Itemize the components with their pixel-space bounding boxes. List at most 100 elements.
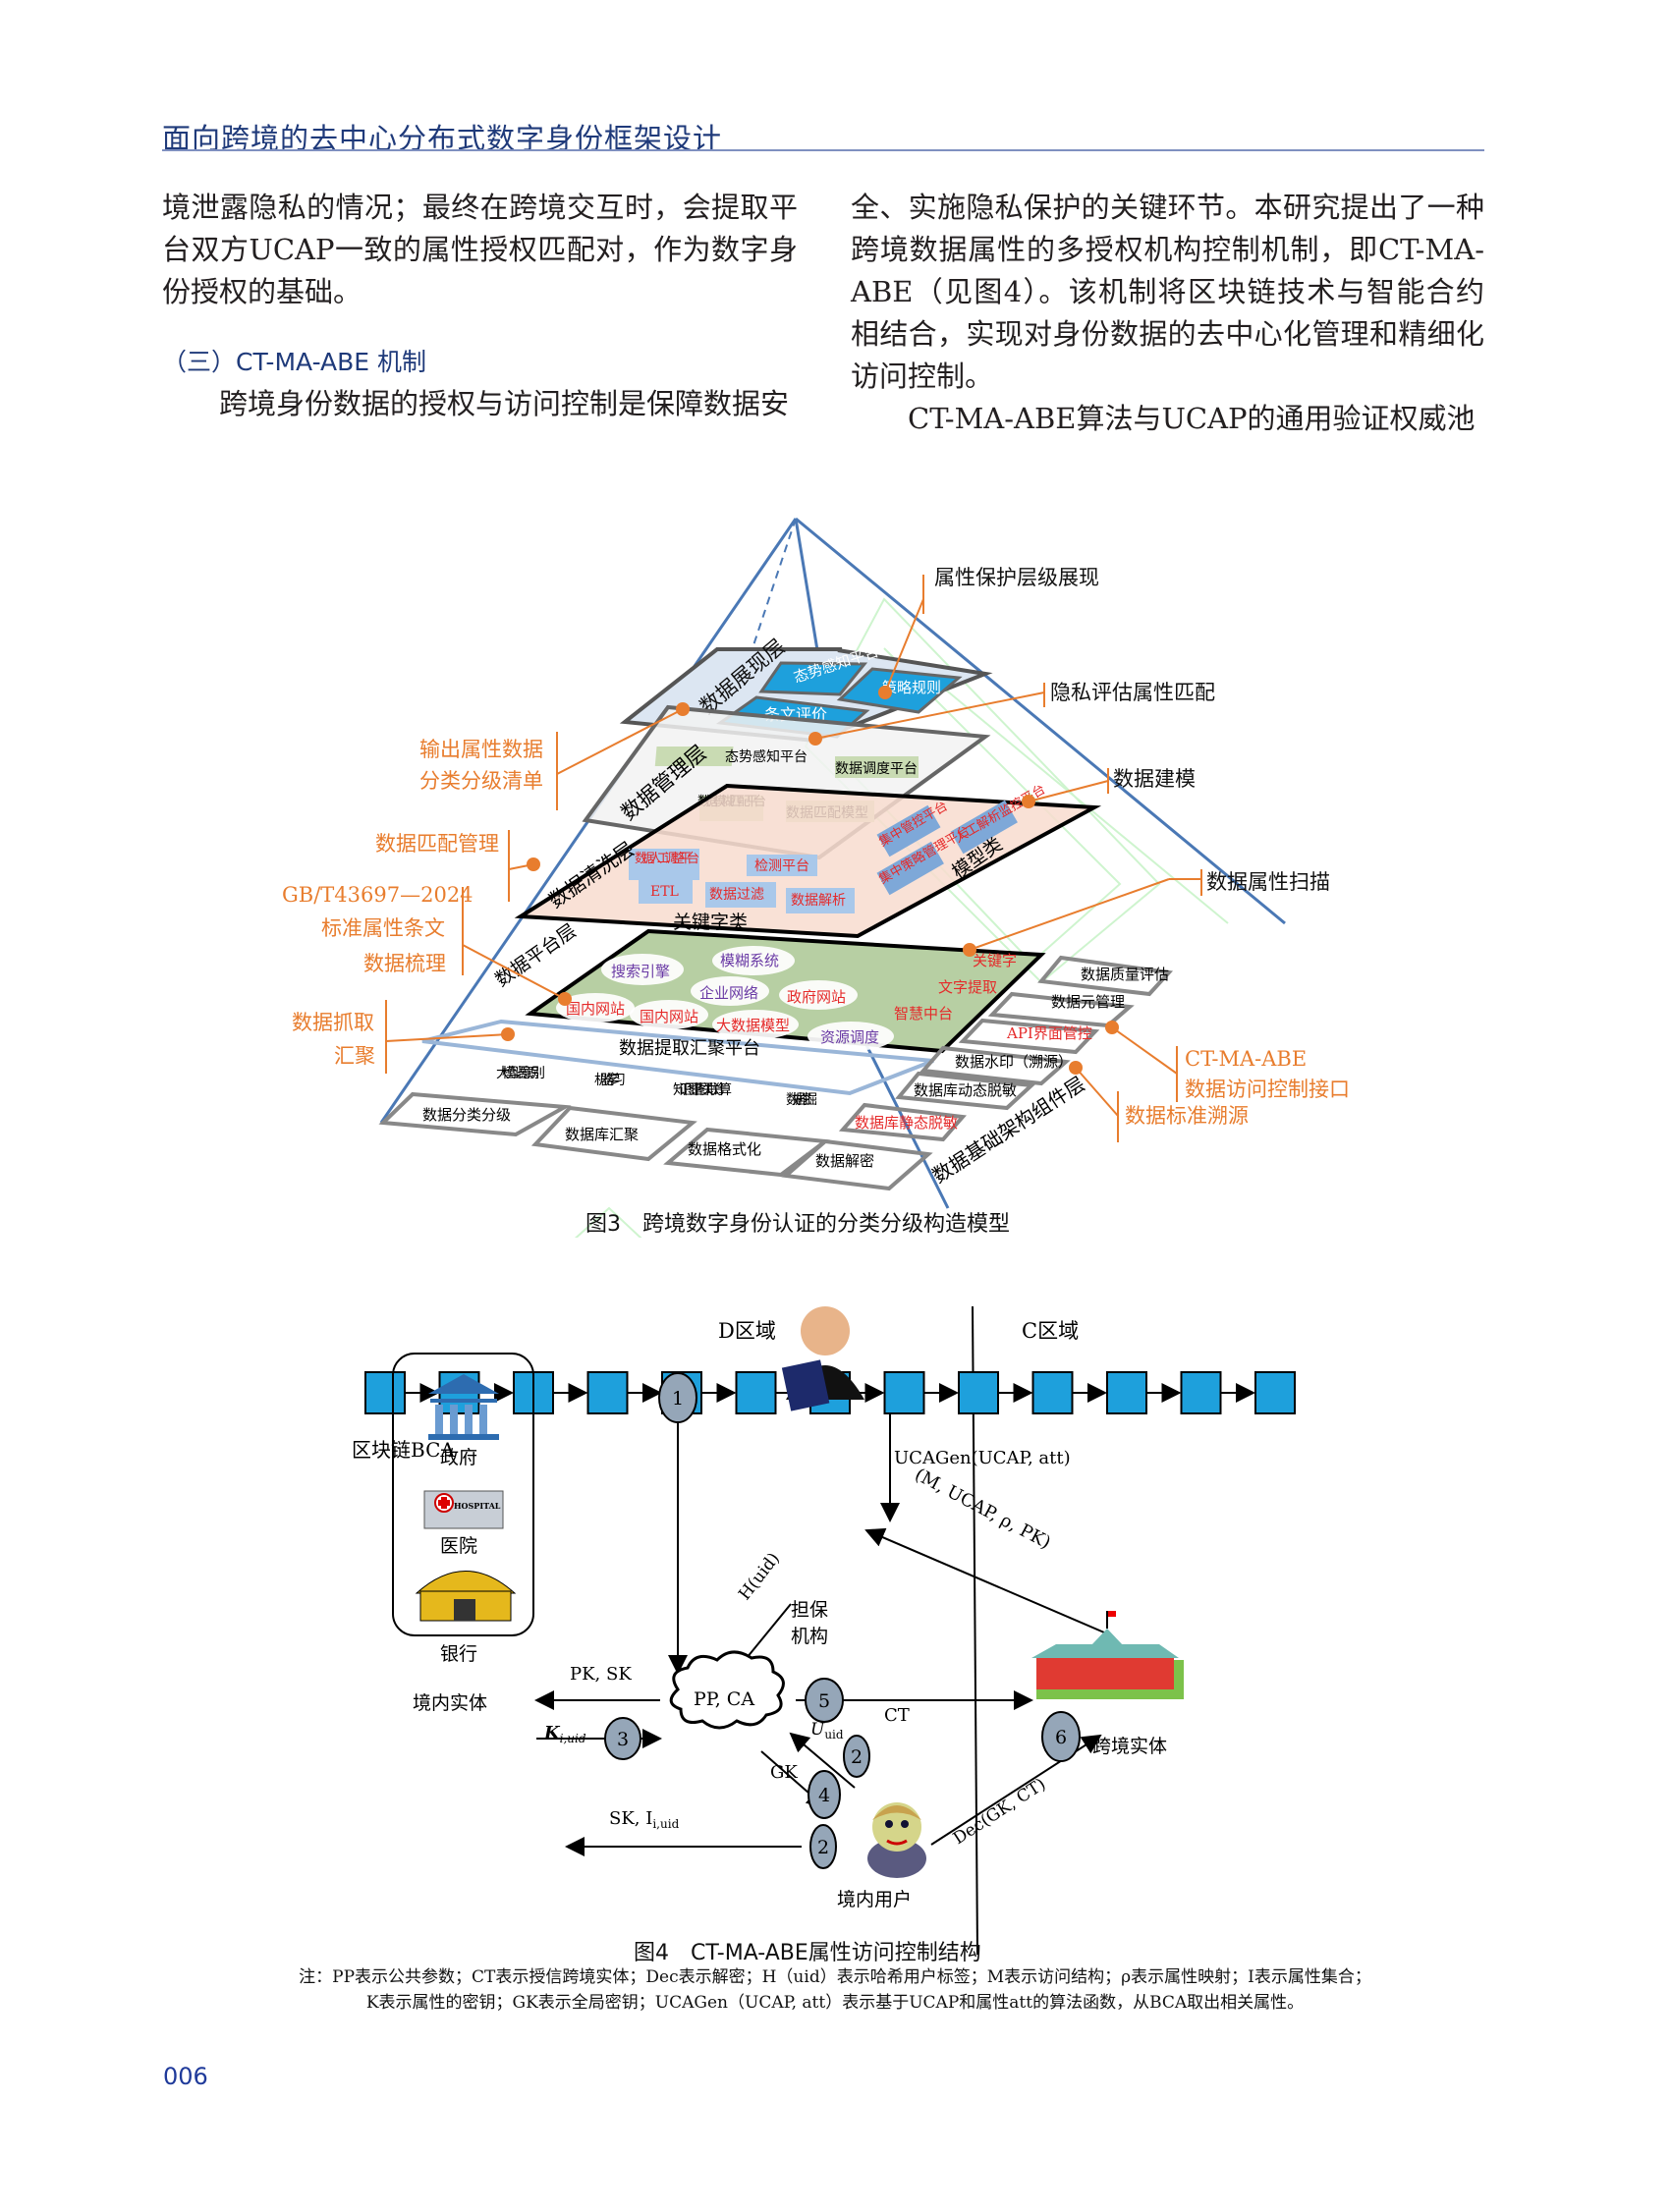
government-icon [428, 1374, 499, 1440]
presentation-item-2: 策略规则 [882, 679, 941, 696]
layer-extraction: 数据提取汇聚平台 大模型语意识别 机器学习 知识图谱图关联计算 数据挖掘 [421, 1019, 934, 1108]
left-paragraph-2: 跨境身份数据的授权与访问控制是保障数据安 [219, 387, 790, 420]
figure-4-note: 注：PP表示公共参数；CT表示授信跨境实体；Dec表示解密；H（uid）表示哈希… [157, 1964, 1513, 2016]
domestic-entities-box [392, 1353, 534, 1636]
callout-gb-standard: GB/T43697—2024 [282, 883, 473, 907]
hospital-icon: HOSPITAL [423, 1490, 504, 1529]
layer-name-platform: 数据平台层 [491, 920, 580, 992]
callout-privacy-eval: 隐私评估属性匹配 [1050, 681, 1215, 704]
domestic-user-label: 境内用户 [837, 1889, 912, 1910]
callout-ctmaabe: CT-MA-ABE [1185, 1047, 1307, 1071]
step-1: 1 [672, 1388, 684, 1410]
domestic-user-icon [867, 1802, 926, 1878]
cleaning-item-5: 数据解析 [791, 893, 846, 909]
step-4: 4 [818, 1785, 830, 1806]
platform-oval-7: 大数据模型 [716, 1017, 790, 1034]
callout-protect-level: 属性保护层级展现 [934, 566, 1099, 589]
dec-label: Dec(GK, CT) [950, 1775, 1049, 1850]
management-item-1: 态势感知平台 [725, 748, 808, 765]
callout-standard-clause: 标准属性条文 [321, 916, 445, 940]
block-10 [1031, 1371, 1074, 1414]
callout-standard-trace: 数据标准溯源 [1125, 1104, 1249, 1128]
figure-3-pyramid: 态势感知平台 策略规则 条文评价 数据展现层 态势感知平台 数据调度平台 数据模… [282, 517, 1350, 1238]
note-line-1: 注：PP表示公共参数；CT表示授信跨境实体；Dec表示解密；H（uid）表示哈希… [299, 1967, 1371, 1987]
platform-oval-1: 搜索引擎 [611, 963, 670, 980]
base-item-2: 数据库汇聚 [565, 1126, 639, 1143]
extraction-item-4: 数据挖掘 [786, 1092, 817, 1108]
callout-data-crawl: 数据抓取 [292, 1011, 374, 1034]
block-4 [586, 1371, 629, 1414]
cloud-icon [669, 1650, 785, 1730]
layer-platform: 搜索引擎 模糊系统 企业网络 政府网站 国内网站 国内网站 大数据模型 资源调度… [491, 920, 1046, 1054]
bank-icon [415, 1571, 517, 1622]
callout-output-attr-2: 分类分级清单 [419, 769, 543, 793]
entity-bank: 银行 [440, 1643, 477, 1665]
cleaning-item-1: 数据人工调整平台 [635, 852, 699, 866]
m-ucap-label: (M, UCAP, ρ, PK) [912, 1465, 1054, 1554]
cleaning-item-3: ETL [650, 884, 679, 900]
cleaning-item-2: 检测平台 [754, 858, 809, 874]
page-number: 006 [163, 2063, 208, 2090]
base-item-6: 数据库动态脱敏 [914, 1081, 1017, 1099]
cross-border-label: 跨境实体 [1092, 1736, 1167, 1757]
platform-right-item-2: 文字提取 [938, 978, 997, 996]
block-12 [1180, 1371, 1222, 1414]
right-paragraph-1: 全、实施隐私保护的关键环节。本研究提出了一种跨境数据属性的多授权机构控制机制，即… [851, 191, 1484, 393]
gk-label: GK [770, 1762, 798, 1783]
management-item-2: 数据调度平台 [835, 761, 918, 777]
ucagen-label: UCAGen(UCAP, att) [894, 1448, 1071, 1468]
platform-oval-8: 资源调度 [820, 1028, 879, 1046]
callout-lines-left [385, 708, 684, 1074]
right-column: 全、实施隐私保护的关键环节。本研究提出了一种跨境数据属性的多授权机构控制机制，即… [851, 187, 1484, 440]
block-8 [883, 1371, 925, 1414]
callouts-left: 输出属性数据 分类分级清单 数据匹配管理 GB/T43697—2024 标准属性… [282, 738, 543, 1068]
extraction-item-1: 大模型语意识别 [496, 1065, 545, 1081]
h-uid-label: H(uid) [735, 1549, 784, 1604]
cross-border-entity-icon [1031, 1611, 1184, 1699]
left-column: 境泄露隐私的情况；最终在跨境交互时，会提取平台双方UCAP一致的属性授权匹配对，… [162, 187, 798, 425]
platform-right-item-1: 关键字 [973, 952, 1017, 969]
left-paragraph-1: 境泄露隐私的情况；最终在跨境交互时，会提取平台双方UCAP一致的属性授权匹配对，… [162, 191, 798, 308]
block-9 [958, 1371, 999, 1414]
domestic-entity-label: 境内实体 [413, 1692, 487, 1714]
guarantor-icon [781, 1306, 864, 1411]
section-heading: （三）CT-MA-ABE 机制 [162, 348, 427, 376]
callout-aggregate: 汇聚 [334, 1044, 375, 1068]
base-item-5: 数据库静态脱敏 [855, 1114, 958, 1132]
pk-sk-label: PK, SK [570, 1664, 632, 1685]
platform-oval-6: 国内网站 [640, 1008, 698, 1025]
header-rule [162, 149, 1484, 151]
u-uid-label: Uuid [810, 1720, 844, 1742]
guarantor-label-1: 担保 [791, 1599, 828, 1621]
step-2b: 2 [817, 1837, 829, 1858]
base-item-10: 数据质量评估 [1081, 966, 1169, 983]
platform-oval-2: 模糊系统 [720, 952, 779, 969]
figure-3-caption: 图3 跨境数字身份认证的分类分级构造模型 [585, 1212, 1010, 1237]
figure-4-caption: 图4 CT-MA-ABE属性访问控制结构 [634, 1941, 981, 1965]
step-circles [604, 1372, 1081, 1869]
callout-lines-right [814, 575, 1202, 1142]
guarantor-label-2: 机构 [791, 1626, 828, 1647]
block-6 [735, 1371, 777, 1414]
base-item-4: 数据解密 [815, 1152, 874, 1170]
entity-hospital: 医院 [440, 1535, 477, 1557]
base-item-1: 数据分类分级 [422, 1106, 511, 1124]
block-1 [364, 1371, 406, 1414]
cloud-label: PP, CA [694, 1688, 754, 1710]
step-2a: 2 [851, 1746, 863, 1768]
extraction-item-2: 机器学习 [594, 1073, 626, 1088]
base-item-7: 数据水印（溯源） [955, 1053, 1073, 1071]
extraction-item-3: 知识图谱图关联计算 [673, 1081, 732, 1098]
step-3: 3 [617, 1729, 629, 1750]
callout-access-interface: 数据访问控制接口 [1185, 1078, 1350, 1101]
keyword-class-label: 关键字类 [673, 912, 748, 933]
platform-right-item-3: 智慧中台 [894, 1005, 953, 1023]
step-5: 5 [818, 1690, 830, 1712]
ct-label: CT [884, 1705, 910, 1726]
tile-situation-awareness [758, 661, 868, 696]
step-numbers: 1 2 2 3 4 5 6 [617, 1388, 1067, 1858]
entity-government: 政府 [440, 1447, 477, 1468]
callout-output-attr-1: 输出属性数据 [419, 738, 543, 761]
callout-data-sorting: 数据梳理 [363, 952, 446, 975]
callout-data-match: 数据匹配管理 [375, 832, 499, 856]
